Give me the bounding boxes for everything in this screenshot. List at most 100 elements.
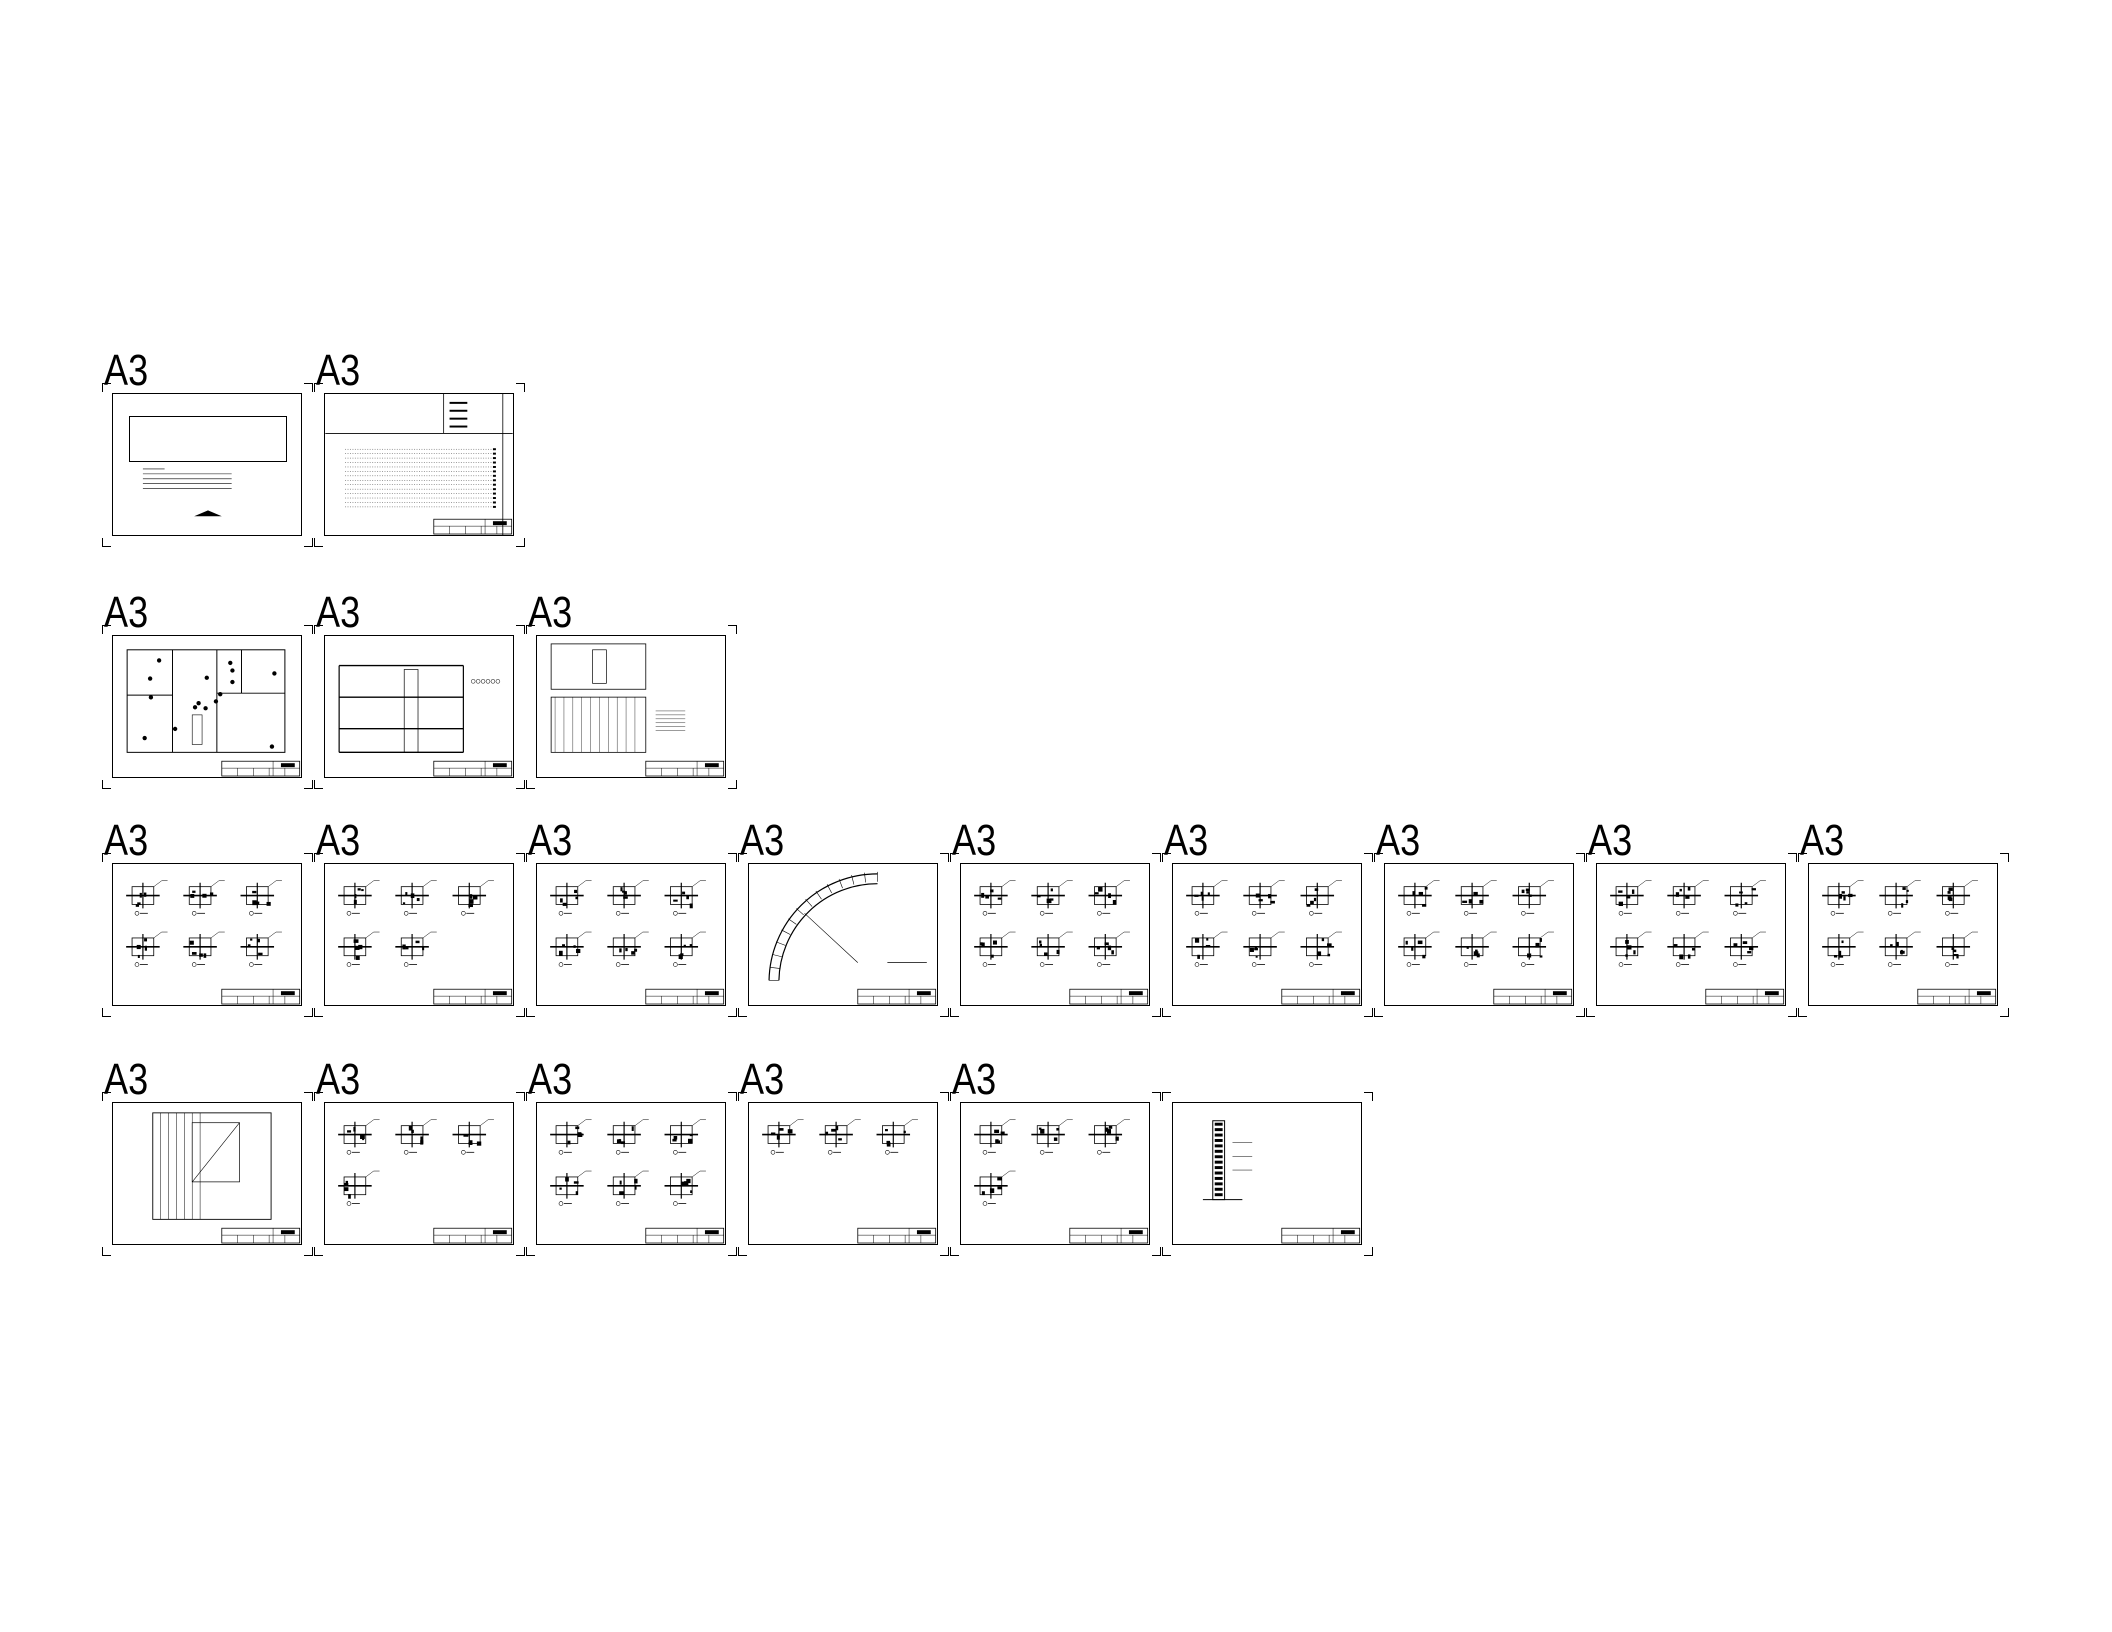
wall-joint-detail	[1243, 931, 1285, 967]
drawing-sheet[interactable]	[536, 635, 726, 778]
wall-joint-detail	[1610, 880, 1652, 916]
title-block	[433, 760, 513, 777]
crop-mark	[1788, 853, 1797, 862]
title-block	[433, 518, 513, 535]
title-block	[1281, 1227, 1361, 1244]
crop-mark	[516, 1092, 525, 1101]
crop-mark	[728, 1008, 737, 1017]
crop-mark	[516, 780, 525, 789]
wall-joint-detail	[550, 880, 592, 916]
drawing-sheet[interactable]	[324, 1102, 514, 1245]
crop-mark	[516, 853, 525, 862]
sheet-size-label: A3	[1800, 816, 1845, 865]
crop-mark	[314, 1247, 323, 1256]
sheet-drawing	[1186, 880, 1361, 1005]
drawing-sheet[interactable]	[324, 635, 514, 778]
crop-mark	[1162, 1008, 1171, 1017]
crop-mark	[738, 853, 747, 862]
wall-joint-detail	[452, 880, 494, 916]
crop-mark	[1576, 1008, 1585, 1017]
title-block	[221, 760, 301, 777]
wall-joint-detail	[1455, 931, 1497, 967]
crop-mark	[314, 1092, 323, 1101]
drawing-sheet[interactable]	[1596, 863, 1786, 1006]
drawing-sheet[interactable]	[536, 1102, 726, 1245]
wall-joint-detail	[1879, 931, 1921, 967]
drawing-sheet[interactable]	[112, 635, 302, 778]
drawing-sheet[interactable]	[536, 863, 726, 1006]
crop-mark	[1374, 1008, 1383, 1017]
drawing-sheet[interactable]	[324, 863, 514, 1006]
wall-joint-detail	[183, 880, 225, 916]
wall-joint-detail	[452, 1119, 494, 1155]
drawing-sheet[interactable]	[1172, 1102, 1362, 1245]
drawing-sheet[interactable]	[1808, 863, 1998, 1006]
wall-joint-detail	[1822, 880, 1864, 916]
crop-mark	[314, 853, 323, 862]
wall-joint-detail	[1936, 880, 1978, 916]
title-block	[1069, 1227, 1149, 1244]
title-block	[221, 988, 301, 1005]
crop-mark	[728, 1092, 737, 1101]
cover-notes	[142, 468, 232, 517]
wall-joint-detail	[183, 931, 225, 967]
title-block	[1493, 988, 1573, 1005]
crop-mark	[526, 853, 535, 862]
wall-joint-detail	[1186, 880, 1228, 916]
drawing-sheet[interactable]	[1172, 863, 1362, 1006]
sheet-size-label: A3	[316, 1055, 361, 1104]
crop-mark	[1162, 853, 1171, 862]
sheet-drawing	[974, 1119, 1149, 1244]
crop-mark	[738, 1247, 747, 1256]
wall-joint-detail	[664, 931, 706, 967]
crop-mark	[1364, 1092, 1373, 1101]
crop-mark	[526, 625, 535, 634]
crop-mark	[1586, 1008, 1595, 1017]
title-block	[1069, 988, 1149, 1005]
wall-joint-detail	[974, 880, 1016, 916]
sheet-drawing	[1610, 880, 1785, 1005]
wall-joint-detail	[1936, 931, 1978, 967]
drawing-sheet[interactable]	[112, 1102, 302, 1245]
wall-joint-detail	[1398, 931, 1440, 967]
drawing-sheet[interactable]	[748, 863, 938, 1006]
drawing-sheet[interactable]	[112, 393, 302, 536]
index-table	[325, 394, 513, 535]
title-block	[857, 988, 937, 1005]
drawing-sheet[interactable]	[960, 1102, 1150, 1245]
crop-mark	[304, 625, 313, 634]
crop-mark	[314, 383, 323, 392]
drawing-sheet[interactable]	[324, 393, 514, 536]
wall-joint-detail	[338, 1170, 380, 1206]
wall-joint-detail	[607, 1119, 649, 1155]
sheet-size-label: A3	[528, 816, 573, 865]
title-block	[645, 1227, 725, 1244]
wall-joint-detail	[607, 931, 649, 967]
wall-joint-detail	[395, 1119, 437, 1155]
wall-joint-detail	[1088, 880, 1130, 916]
wall-joint-detail	[1455, 880, 1497, 916]
crop-mark	[314, 538, 323, 547]
sheet-size-label: A3	[740, 816, 785, 865]
crop-mark	[526, 1008, 535, 1017]
wall-joint-detail	[819, 1119, 861, 1155]
drawing-sheet[interactable]	[112, 863, 302, 1006]
crop-mark	[102, 1008, 111, 1017]
crop-mark	[1798, 853, 1807, 862]
crop-mark	[1364, 853, 1373, 862]
sheet-size-label: A3	[740, 1055, 785, 1104]
floor-plan	[126, 649, 286, 753]
crop-mark	[526, 1247, 535, 1256]
wall-joint-detail	[974, 931, 1016, 967]
drawing-sheet[interactable]	[1384, 863, 1574, 1006]
wall-joint-detail	[1724, 880, 1766, 916]
crop-mark	[304, 538, 313, 547]
crop-mark	[728, 1247, 737, 1256]
sheet-size-label: A3	[1164, 816, 1209, 865]
wall-joint-detail	[550, 1170, 592, 1206]
drawing-sheet[interactable]	[748, 1102, 938, 1245]
crop-mark	[950, 853, 959, 862]
wall-joint-detail	[550, 931, 592, 967]
wall-joint-detail	[974, 1119, 1016, 1155]
drawing-sheet[interactable]	[960, 863, 1150, 1006]
